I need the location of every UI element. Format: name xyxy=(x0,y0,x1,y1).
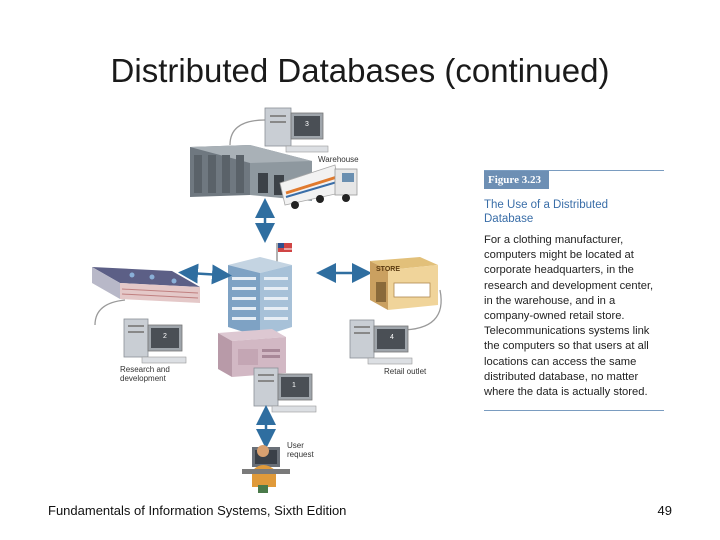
user-request-label-line-1: User xyxy=(287,441,304,450)
computer-1-number: 1 xyxy=(292,382,296,389)
connector-warehouse-to-server xyxy=(229,119,266,146)
store-sign-label: STORE xyxy=(376,266,400,273)
user-request-label-line-2: request xyxy=(287,450,314,459)
figure-heading: The Use of a Distributed Database xyxy=(484,199,609,225)
headquarters-building-icon xyxy=(228,257,292,337)
computer-2-icon xyxy=(123,318,187,364)
figure-top-rule xyxy=(484,170,664,171)
figure-bottom-rule xyxy=(484,410,664,411)
computer-3-icon xyxy=(264,107,329,153)
warehouse-label: Warehouse xyxy=(318,155,359,164)
slide-title: Distributed Databases (continued) xyxy=(110,52,610,89)
page-number: 49 xyxy=(657,503,672,518)
user-icon xyxy=(242,445,290,493)
research-building-icon xyxy=(92,267,200,303)
database-server-icon xyxy=(218,329,286,377)
figure-number: Figure 3.23 xyxy=(484,171,549,189)
figure-caption: For a clothing manufacturer, computers m… xyxy=(484,234,654,399)
computer-4-icon xyxy=(349,319,413,365)
retail-outlet-label: Retail outlet xyxy=(384,367,427,376)
research-label: Research and development xyxy=(120,365,170,383)
retail-store-icon xyxy=(370,257,438,310)
link-research-hq xyxy=(178,263,232,285)
computer-1-icon xyxy=(253,367,317,413)
research-label-line-2: development xyxy=(120,374,166,383)
research-label-line-1: Research and xyxy=(120,365,170,374)
figure-caption-panel: Figure 3.23 The Use of a Distributed Dat… xyxy=(484,170,664,411)
computer-3-number: 3 xyxy=(305,121,309,128)
truck-icon xyxy=(279,164,358,209)
user-request-label: User request xyxy=(287,441,314,459)
diagram-art xyxy=(92,107,442,493)
computer-4-number: 4 xyxy=(390,334,394,341)
distributed-database-diagram: 3 2 4 1 Warehouse STORE Research and dev… xyxy=(80,105,480,500)
computer-2-number: 2 xyxy=(163,333,167,340)
footer-text: Fundamentals of Information Systems, Six… xyxy=(48,503,347,518)
connector-research-to-server xyxy=(94,299,126,326)
